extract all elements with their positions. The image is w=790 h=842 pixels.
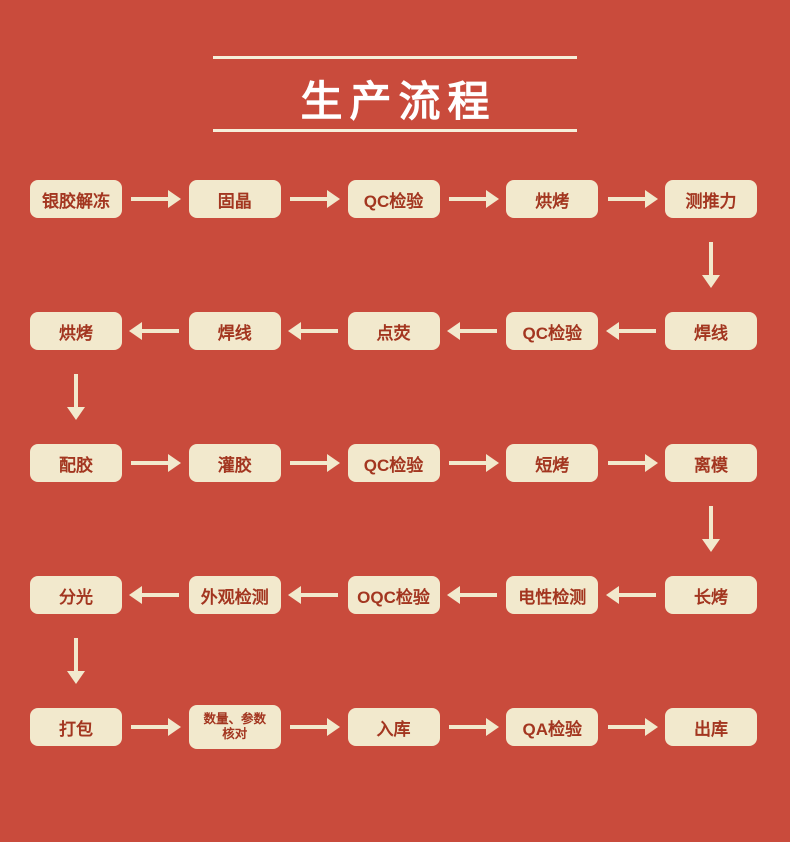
flow-step: 长烤 <box>665 576 757 614</box>
arrow-right-icon <box>606 454 658 472</box>
flow-step: 数量、参数 核对 <box>188 705 281 749</box>
title-divider-bottom <box>213 129 577 132</box>
flow-step: QC检验 <box>347 180 440 218</box>
flow-step: QC检验 <box>347 444 440 482</box>
flow-step: 烘烤 <box>30 312 122 350</box>
arrow-left-icon <box>605 586 658 604</box>
arrow-right-icon <box>288 718 341 736</box>
arrow-left-icon <box>288 322 340 340</box>
flow-step: QC检验 <box>506 312 599 350</box>
flow-step: 灌胶 <box>188 444 281 482</box>
flow-step: QA检验 <box>506 708 599 746</box>
arrow-right-icon <box>447 454 499 472</box>
arrow-left-icon <box>129 586 181 604</box>
flow-step: 固晶 <box>188 180 281 218</box>
flow-step: 外观检测 <box>188 576 281 614</box>
flow-step: 银胶解冻 <box>30 180 122 218</box>
arrow-right-icon <box>447 190 499 208</box>
arrow-down-icon <box>67 374 85 420</box>
flow-row-4: 分光 外观检测 OQC检验 电性检测 长烤 <box>30 576 757 614</box>
arrow-left-icon <box>446 322 499 340</box>
flow-step: 离模 <box>665 444 757 482</box>
arrow-right-icon <box>606 190 658 208</box>
flow-row-2: 烘烤 焊线 点荧 QC检验 焊线 <box>30 312 757 350</box>
arrow-left-icon <box>129 322 181 340</box>
flow-step: 焊线 <box>665 312 757 350</box>
flow-step: 烘烤 <box>506 180 599 218</box>
arrow-right-icon <box>288 190 341 208</box>
flow-row-3: 配胶 灌胶 QC检验 短烤 离模 <box>30 444 757 482</box>
arrow-right-icon <box>129 718 182 736</box>
arrow-down-icon <box>702 242 720 288</box>
arrow-right-icon <box>288 454 341 472</box>
flow-step: 分光 <box>30 576 122 614</box>
arrow-right-icon <box>129 454 182 472</box>
arrow-left-icon <box>288 586 340 604</box>
flow-step: 焊线 <box>188 312 281 350</box>
flow-row-1: 银胶解冻 固晶 QC检验 烘烤 测推力 <box>30 180 757 218</box>
flow-step: 配胶 <box>30 444 122 482</box>
arrow-left-icon <box>446 586 499 604</box>
flow-step: 点荧 <box>347 312 440 350</box>
arrow-down-icon <box>702 506 720 552</box>
arrow-right-icon <box>447 718 499 736</box>
flow-step: 入库 <box>347 708 440 746</box>
arrow-right-icon <box>606 718 658 736</box>
page-title: 生产流程 <box>300 78 497 125</box>
arrow-left-icon <box>605 322 658 340</box>
title-divider-top <box>213 56 577 59</box>
flow-row-5: 打包 数量、参数 核对 入库 QA检验 出库 <box>30 705 757 749</box>
arrow-down-icon <box>67 638 85 684</box>
flow-step: 打包 <box>30 708 122 746</box>
flow-step: 出库 <box>665 708 757 746</box>
arrow-right-icon <box>129 190 182 208</box>
flow-step: 电性检测 <box>506 576 599 614</box>
flow-step: 短烤 <box>506 444 599 482</box>
flow-step: OQC检验 <box>347 576 440 614</box>
flow-step: 测推力 <box>665 180 757 218</box>
